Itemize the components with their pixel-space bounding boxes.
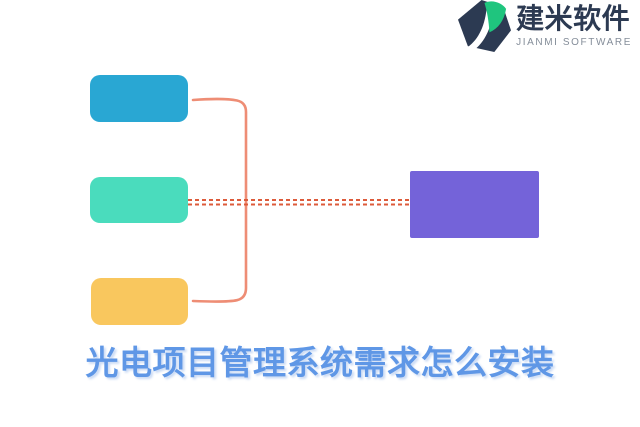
bracket-connector-line xyxy=(191,97,248,303)
brand-logo: 建米软件 JIANMI SOFTWARE xyxy=(456,0,632,53)
logo-company-name: 建米软件 xyxy=(516,2,631,35)
logo-company-subtitle: JIANMI SOFTWARE xyxy=(516,37,632,49)
page-title: 光电项目管理系统需求怎么安装 xyxy=(85,343,555,382)
diagram-node-middle xyxy=(90,177,188,223)
diagram-node-result xyxy=(410,171,539,238)
logo-text-block: 建米软件 JIANMI SOFTWARE xyxy=(516,0,632,48)
logo-leaf-shape xyxy=(484,1,507,33)
diagram-node-top xyxy=(90,75,188,122)
diagram-node-bottom xyxy=(91,278,188,325)
jianmi-logo-icon xyxy=(458,0,512,53)
